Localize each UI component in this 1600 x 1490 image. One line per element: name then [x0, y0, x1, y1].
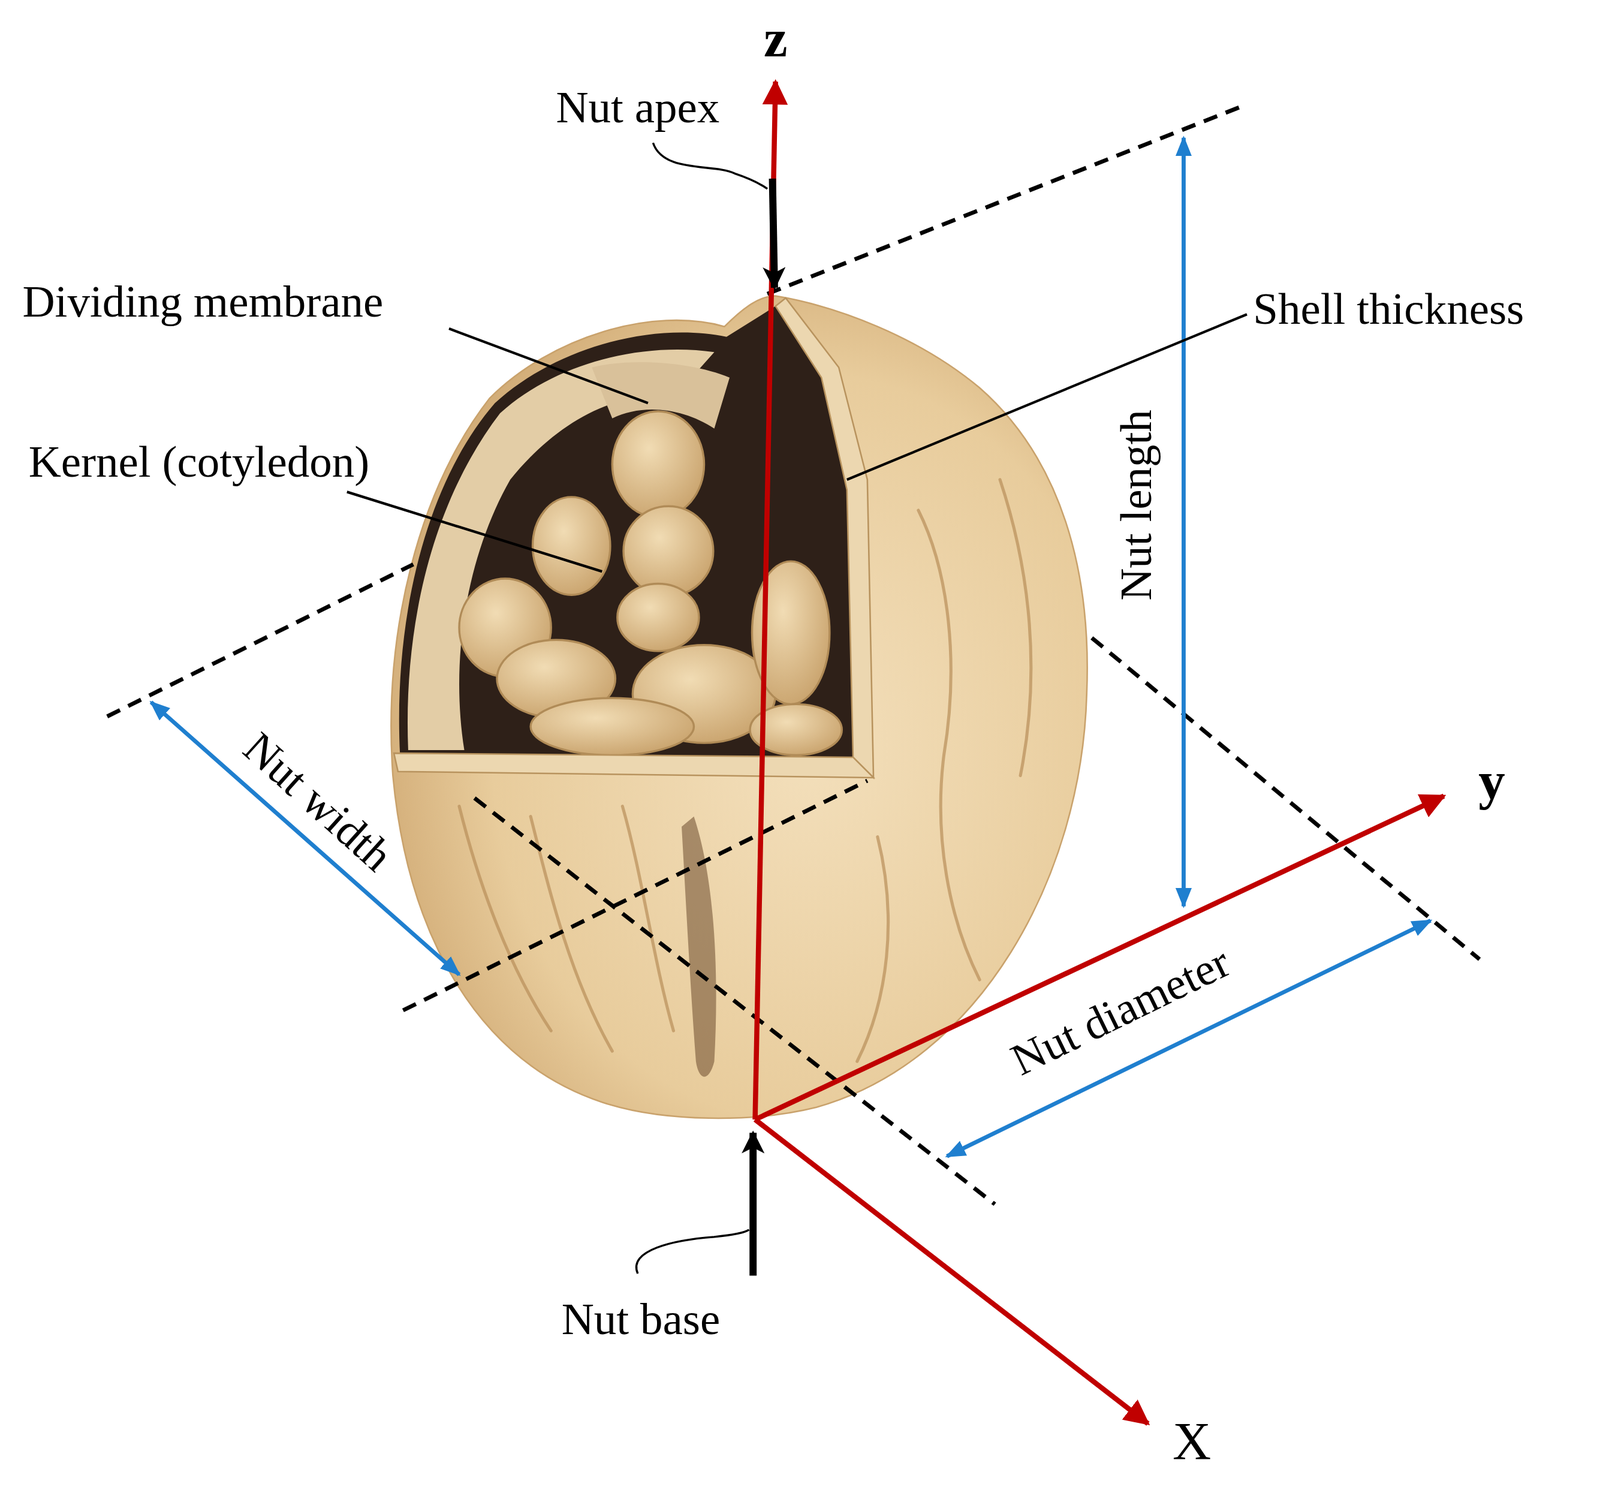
shell-shadow	[681, 816, 717, 1077]
dimension-label: Nut length	[1113, 409, 1159, 601]
part-label: Kernel (cotyledon)	[28, 438, 370, 484]
part-label: Shell thickness	[1252, 285, 1524, 331]
y-axis	[755, 796, 1445, 1120]
axis-label: y	[1478, 754, 1506, 808]
dashed-guide	[474, 797, 996, 1204]
dashed-guide	[107, 564, 414, 717]
base-arrow	[749, 1132, 757, 1276]
x-axis	[755, 1119, 1148, 1424]
leader-line	[347, 491, 603, 572]
axis-label: X	[1172, 1414, 1211, 1468]
leader-line	[449, 328, 649, 403]
leader-line	[636, 1229, 749, 1274]
shell-ridge	[999, 479, 1032, 776]
leader-line	[652, 142, 768, 189]
kernel-lobe	[617, 583, 699, 652]
load-arrows	[347, 142, 1247, 1276]
kernel-lobe	[623, 505, 714, 596]
length-dimension	[1181, 137, 1186, 907]
shell-ridge	[459, 806, 551, 1031]
dimension-label: Nut diameter	[1004, 938, 1237, 1083]
dashed-guide	[767, 107, 1240, 294]
leader-line	[847, 314, 1247, 480]
shell-ridge	[918, 510, 980, 980]
axes	[755, 81, 1445, 1424]
part-label: Nut base	[561, 1296, 721, 1342]
dashed-guide	[402, 780, 867, 1011]
shell-ridge	[857, 836, 889, 1062]
kernel	[459, 411, 842, 756]
kernel-lobe	[612, 411, 704, 518]
diameter-dimension	[947, 920, 1431, 1156]
walnut-shell	[391, 296, 1088, 1119]
shell-cut-edge	[393, 752, 874, 778]
cutaway-cavity	[399, 306, 854, 758]
z-axis	[755, 81, 776, 1120]
kernel-lobe	[530, 697, 694, 755]
part-label: Dividing membrane	[22, 278, 384, 324]
width-dimension	[151, 701, 460, 975]
axis-label: z	[763, 11, 788, 66]
guide-lines	[107, 107, 1480, 1205]
dashed-guide	[1091, 637, 1480, 960]
part-label: Nut apex	[555, 84, 720, 130]
shell-cut-edge	[775, 297, 874, 778]
apex-arrow	[772, 178, 775, 288]
kernel-lobe	[532, 496, 611, 595]
